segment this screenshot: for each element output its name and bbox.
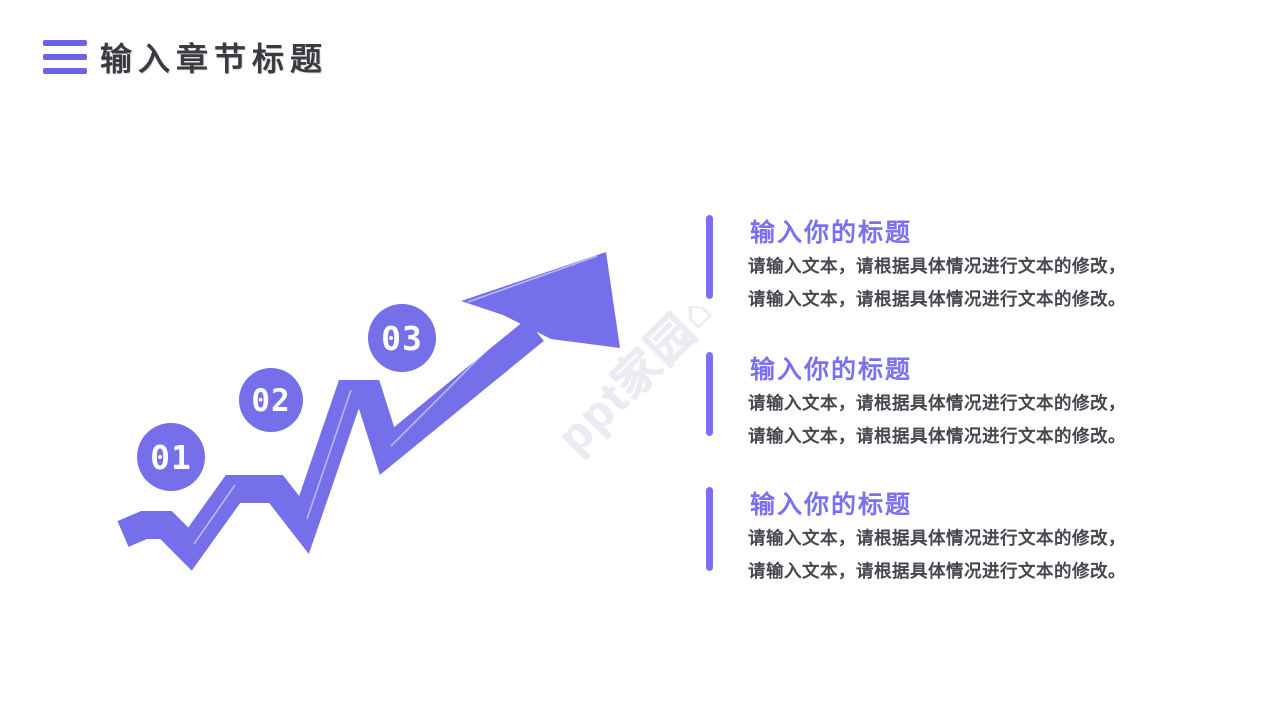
step-number-3: 03 xyxy=(381,319,423,358)
page-title: 输入章节标题 xyxy=(100,41,329,77)
section-3: 输入你的标题 请输入文本，请根据具体情况进行文本的修改， 请输入文本，请根据具体情… xyxy=(700,482,1170,582)
step-circle-3: 03 xyxy=(368,304,436,372)
section-3-title: 输入你的标题 xyxy=(750,491,913,519)
section-2-title: 输入你的标题 xyxy=(750,356,913,384)
section-1: 输入你的标题 请输入文本，请根据具体情况进行文本的修改， 请输入文本，请根据具体情… xyxy=(700,210,1170,310)
step-number-2: 02 xyxy=(251,383,290,419)
section-2-line-1: 请输入文本，请根据具体情况进行文本的修改， xyxy=(748,393,1126,413)
section-3-line-1: 请输入文本，请根据具体情况进行文本的修改， xyxy=(748,528,1126,548)
section-1-line-1: 请输入文本，请根据具体情况进行文本的修改， xyxy=(748,256,1126,276)
arrow-head xyxy=(461,252,620,348)
arrow-zigzag xyxy=(117,319,544,571)
step-circle-2: 02 xyxy=(239,368,303,432)
section-1-accent-bar xyxy=(706,215,713,299)
section-2-body: 请输入文本，请根据具体情况进行文本的修改， 请输入文本，请根据具体情况进行文本的修… xyxy=(748,387,1158,453)
triple-bar-icon xyxy=(43,40,87,76)
section-2-line-2: 请输入文本，请根据具体情况进行文本的修改。 xyxy=(748,426,1126,446)
section-1-body: 请输入文本，请根据具体情况进行文本的修改， 请输入文本，请根据具体情况进行文本的修… xyxy=(748,250,1158,316)
sections: 输入你的标题 请输入文本，请根据具体情况进行文本的修改，请输入文本，请根据具体情… xyxy=(700,210,1170,590)
section-3-accent-bar xyxy=(706,487,713,571)
growth-arrow-diagram: 01 02 03 xyxy=(117,252,620,571)
step-circle-1: 01 xyxy=(137,423,205,491)
section-1-line-2: 请输入文本，请根据具体情况进行文本的修改。 xyxy=(748,289,1126,309)
section-3-body: 请输入文本，请根据具体情况进行文本的修改， 请输入文本，请根据具体情况进行文本的修… xyxy=(748,522,1158,588)
section-3-line-2: 请输入文本，请根据具体情况进行文本的修改。 xyxy=(748,561,1126,581)
section-1-title: 输入你的标题 xyxy=(750,219,913,247)
section-2-accent-bar xyxy=(706,352,713,436)
section-2: 输入你的标题 请输入文本，请根据具体情况进行文本的修改， 请输入文本，请根据具体情… xyxy=(700,347,1170,447)
arrow-highlights xyxy=(193,255,598,545)
step-number-1: 01 xyxy=(150,438,192,477)
